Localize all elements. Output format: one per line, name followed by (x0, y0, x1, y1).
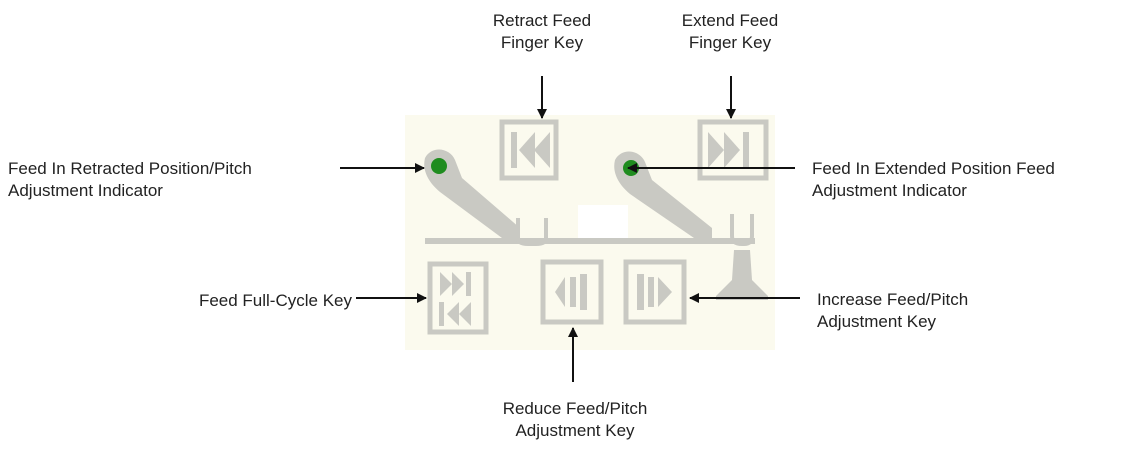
retract-finger-key-icon[interactable] (499, 119, 559, 181)
label-line: Finger Key (500, 33, 584, 52)
label-line: Feed In Retracted Position/Pitch (8, 159, 252, 178)
feed-rail (425, 238, 755, 244)
increase-feed-key-icon[interactable] (623, 259, 687, 325)
label-line: Increase Feed/Pitch (817, 290, 969, 309)
label-increase-feed-pitch-key: Increase Feed/Pitch Adjustment Key (817, 289, 1117, 333)
label-line: Retract Feed (492, 11, 592, 30)
label-line: Finger Key (688, 33, 772, 52)
extended-feed-finger (614, 151, 768, 300)
label-retracted-position-indicator: Feed In Retracted Position/Pitch Adjustm… (8, 158, 338, 202)
full-cycle-key-icon[interactable] (427, 261, 489, 335)
label-line: Extend Feed (681, 11, 779, 30)
retracted-feed-finger (424, 149, 548, 246)
label-extended-position-indicator: Feed In Extended Position Feed Adjustmen… (812, 158, 1129, 202)
label-retract-feed-finger-key: Retract Feed Finger Key (452, 10, 632, 54)
label-line: Feed Full-Cycle Key (198, 291, 352, 310)
label-line: Feed In Extended Position Feed (812, 159, 1055, 178)
reduce-feed-key-icon[interactable] (540, 259, 604, 325)
label-line: Adjustment Key (515, 421, 635, 440)
label-reduce-feed-pitch-key: Reduce Feed/Pitch Adjustment Key (460, 398, 690, 442)
label-extend-feed-finger-key: Extend Feed Finger Key (640, 10, 820, 54)
extend-finger-key-icon[interactable] (697, 119, 769, 181)
label-line: Adjustment Indicator (812, 181, 967, 200)
label-line: Reduce Feed/Pitch (502, 399, 648, 418)
label-line: Adjustment Indicator (8, 181, 163, 200)
label-feed-full-cycle-key: Feed Full-Cycle Key (10, 290, 352, 312)
panel-highlight (578, 205, 628, 241)
retracted-position-indicator (431, 158, 447, 174)
label-line: Adjustment Key (817, 312, 937, 331)
